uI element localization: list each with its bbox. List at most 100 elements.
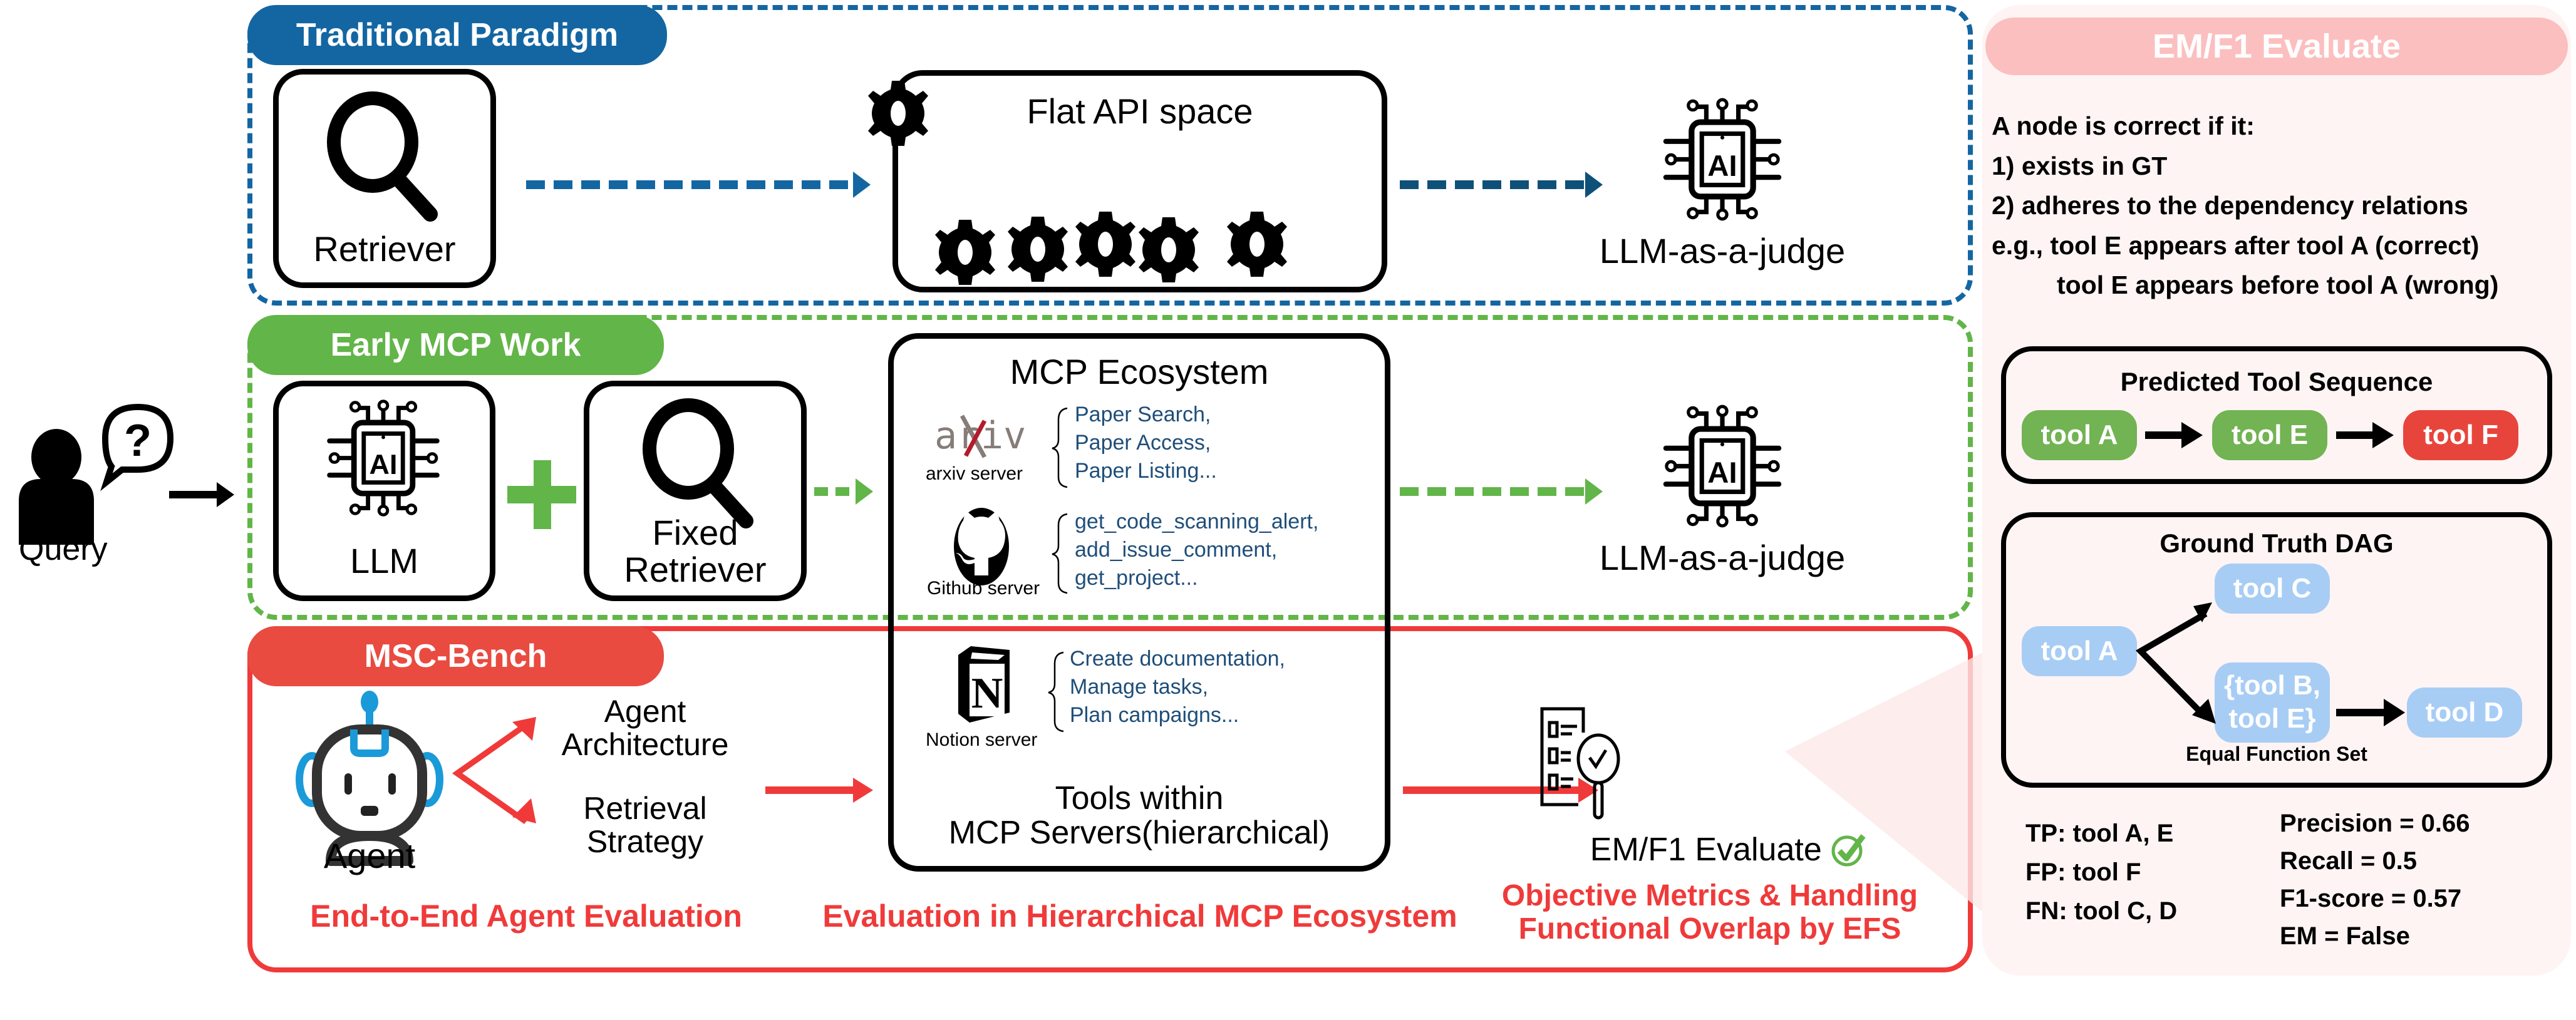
agent-label: Agent bbox=[323, 836, 416, 875]
notion-tool: Plan campaigns... bbox=[1070, 703, 1239, 727]
arxiv-tool: Paper Access, bbox=[1075, 430, 1211, 455]
github-tool-list: get_code_scanning_alert, add_issue_comme… bbox=[1075, 508, 1318, 592]
github-tool: add_issue_comment, bbox=[1075, 537, 1278, 562]
svg-text:N: N bbox=[971, 669, 1003, 718]
ai-chip-icon bbox=[1653, 401, 1791, 532]
dashed-arrow-retriever-to-ecosystem bbox=[814, 478, 873, 505]
dag-edges bbox=[2135, 602, 2405, 726]
plus-icon bbox=[507, 460, 576, 529]
metrics-list: Precision = 0.66 Recall = 0.5 F1-score =… bbox=[2280, 805, 2470, 955]
llm-label: LLM bbox=[350, 541, 418, 580]
predicted-sequence-box bbox=[2001, 346, 2552, 484]
ground-truth-dag-title: Ground Truth DAG bbox=[2160, 528, 2394, 558]
server-arxiv: ar iv arxiv server Paper Search, Paper A… bbox=[908, 401, 1372, 495]
count-line: FN: tool C, D bbox=[2025, 897, 2178, 925]
brace-icon bbox=[1052, 513, 1068, 594]
traditional-paradigm-title: Traditional Paradigm bbox=[247, 5, 667, 65]
api-gears bbox=[868, 81, 1287, 285]
ecosystem-footer: Tools within MCP Servers(hierarchical) bbox=[948, 780, 1330, 851]
gt-node-tool-d: tool D bbox=[2407, 688, 2522, 738]
dashed-arrow-retriever-to-api bbox=[526, 172, 871, 198]
ground-truth-dag-box bbox=[2001, 512, 2552, 788]
server-notion: N Notion server Create documentation, Ma… bbox=[908, 645, 1372, 764]
llm-box: LLM bbox=[273, 381, 495, 601]
criteria-list: A node is correct if it: 1) exists in GT… bbox=[1992, 106, 2498, 306]
retriever-box: Retriever bbox=[273, 69, 496, 288]
retriever-label: Retriever bbox=[313, 229, 456, 269]
criteria-line: tool E appears before tool A (wrong) bbox=[2057, 270, 2499, 300]
metric-recall: Recall = 0.5 bbox=[2280, 847, 2418, 875]
evaluate-label-text: EM/F1 Evaluate bbox=[1590, 832, 1822, 868]
magnifier-icon bbox=[643, 398, 753, 528]
predicted-tool-chip: tool F bbox=[2403, 410, 2518, 460]
caption-hierarchical: Evaluation in Hierarchical MCP Ecosystem bbox=[822, 899, 1457, 934]
arxiv-tool-list: Paper Search, Paper Access, Paper Listin… bbox=[1075, 401, 1217, 485]
early-judge-label: LLM-as-a-judge bbox=[1599, 538, 1846, 577]
user-question-icon: ? bbox=[19, 403, 174, 545]
query-user: ? Query bbox=[13, 401, 188, 567]
retrieval-strategy-label: Retrieval Strategy bbox=[583, 791, 707, 859]
flat-api-space-title: Flat API space bbox=[1027, 91, 1253, 131]
predicted-sequence-title: Predicted Tool Sequence bbox=[2120, 367, 2433, 396]
svg-text:iv: iv bbox=[981, 414, 1026, 458]
server-github: Github server get_code_scanning_alert, a… bbox=[908, 504, 1372, 604]
evaluate-panel-title: EM/F1 Evaluate bbox=[1985, 18, 2568, 75]
notion-tool: Manage tasks, bbox=[1070, 674, 1209, 699]
query-arrow bbox=[169, 482, 234, 507]
arxiv-tool: Paper Listing... bbox=[1075, 458, 1217, 483]
arxiv-tool: Paper Search, bbox=[1075, 403, 1211, 426]
green-check-icon bbox=[1831, 834, 1866, 867]
notion-tool-list: Create documentation, Manage tasks, Plan… bbox=[1070, 645, 1285, 729]
magnifier-icon bbox=[327, 91, 438, 222]
arxiv-server-label: arxiv server bbox=[926, 463, 1023, 484]
equal-function-set-label: Equal Function Set bbox=[2186, 743, 2367, 765]
criteria-line: 1) exists in GT bbox=[1992, 151, 2168, 180]
gt-node-tool-c: tool C bbox=[2215, 564, 2330, 614]
arrow-right-icon bbox=[2336, 422, 2394, 448]
arxiv-logo-icon: ar iv bbox=[934, 414, 1026, 458]
evaluate-panel bbox=[1982, 5, 2571, 976]
query-label: Query bbox=[19, 531, 108, 567]
notion-tool: Create documentation, bbox=[1070, 647, 1285, 671]
ai-chip-icon bbox=[318, 396, 449, 521]
dashed-arrow-ecosystem-to-judge bbox=[1400, 478, 1603, 505]
early-mcp-title: Early MCP Work bbox=[247, 315, 664, 375]
caption-objective-metrics: Objective Metrics & Handling Functional … bbox=[1501, 879, 1918, 945]
gt-node-equal-function-set: {tool B, tool E} bbox=[2215, 662, 2330, 743]
metric-f1: F1-score = 0.57 bbox=[2280, 885, 2462, 912]
criteria-line: 2) adheres to the dependency relations bbox=[1992, 191, 2468, 220]
agent-architecture-label: Agent Architecture bbox=[561, 694, 729, 762]
fork-arrows bbox=[452, 717, 536, 824]
callout-wedge bbox=[1785, 651, 1985, 914]
github-tool: get_project... bbox=[1075, 565, 1198, 590]
predicted-tool-chip: tool E bbox=[2212, 410, 2327, 460]
fixed-retriever-box: Fixed Retriever bbox=[584, 381, 807, 601]
evaluate-label: EM/F1 Evaluate bbox=[1566, 833, 1891, 870]
mcp-ecosystem-box bbox=[888, 333, 1390, 872]
brace-icon bbox=[1048, 651, 1064, 733]
ai-chip-icon bbox=[1653, 94, 1791, 225]
github-logo-icon bbox=[954, 508, 1009, 585]
mcp-ecosystem-title: MCP Ecosystem bbox=[1010, 352, 1269, 391]
gear-icon bbox=[868, 81, 928, 146]
early-mcp-section bbox=[247, 315, 1973, 620]
count-line: FP: tool F bbox=[2025, 858, 2141, 886]
traditional-judge-label: LLM-as-a-judge bbox=[1599, 231, 1846, 270]
criteria-line: A node is correct if it: bbox=[1992, 111, 2255, 140]
robot-agent-icon bbox=[296, 691, 443, 866]
metric-precision: Precision = 0.66 bbox=[2280, 810, 2470, 837]
count-line: TP: tool A, E bbox=[2025, 820, 2174, 847]
caption-end-to-end: End-to-End Agent Evaluation bbox=[310, 899, 742, 934]
criteria-line: e.g., tool E appears after tool A (corre… bbox=[1992, 230, 2480, 260]
brace-icon bbox=[1052, 407, 1068, 488]
dashed-arrow-api-to-judge bbox=[1400, 172, 1603, 198]
predicted-tool-chip: tool A bbox=[2022, 410, 2137, 460]
msc-bench-title: MSC-Bench bbox=[247, 626, 664, 686]
svg-text:?: ? bbox=[124, 416, 152, 466]
notion-server-label: Notion server bbox=[926, 729, 1038, 750]
flat-api-space-box: Flat API space bbox=[868, 70, 1387, 292]
notion-logo-icon: N bbox=[958, 646, 1010, 723]
github-tool: get_code_scanning_alert, bbox=[1075, 510, 1319, 533]
gt-node-tool-a: tool A bbox=[2022, 626, 2137, 676]
metric-em: EM = False bbox=[2280, 922, 2410, 950]
